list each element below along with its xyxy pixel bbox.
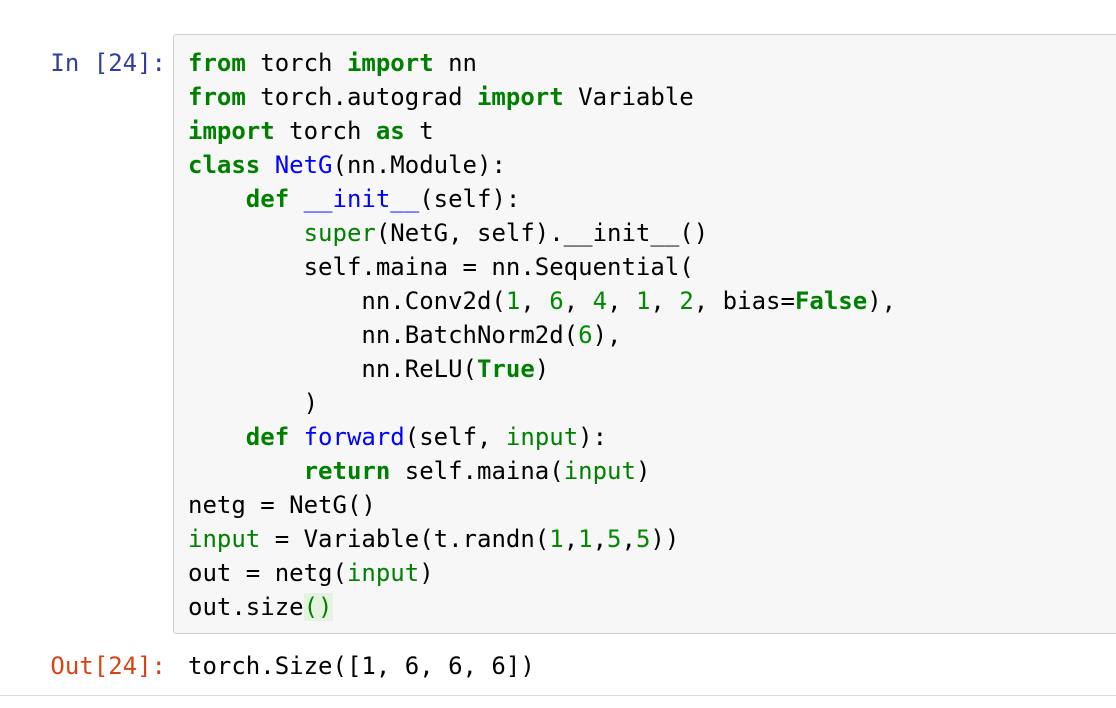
- code-line-2: from torch.autograd import Variable: [188, 83, 694, 111]
- code-line-7: self.maina = nn.Sequential(: [188, 253, 694, 281]
- code-line-3: import torch as t: [188, 117, 434, 145]
- cell-separator: [0, 695, 1116, 696]
- code-line-4: class NetG(nn.Module):: [188, 151, 506, 179]
- output-prompt: Out[24]:: [50, 652, 166, 680]
- input-prompt: In [24]:: [50, 49, 166, 77]
- code-line-14: netg = NetG(): [188, 491, 376, 519]
- code-line-1: from torch import nn: [188, 49, 478, 77]
- code-line-15: input = Variable(t.randn(1,1,5,5)): [188, 525, 680, 553]
- code-line-13: return self.maina(input): [303, 457, 651, 485]
- code-line-9: nn.BatchNorm2d(6),: [188, 321, 622, 349]
- code-line-17: out.size(): [188, 593, 333, 621]
- code-line-8: nn.Conv2d(1, 6, 4, 1, 2, bias=False),: [188, 287, 897, 315]
- output-text: torch.Size([1, 6, 6, 6]): [188, 652, 535, 680]
- code-line-11: ): [188, 389, 319, 417]
- code-line-6: super(NetG, self).__init__(): [303, 219, 709, 247]
- code-line-16: out = netg(input): [188, 559, 434, 587]
- code-editor[interactable]: from torch import nn from torch.autograd…: [188, 46, 896, 624]
- code-line-5: def __init__(self):: [245, 185, 521, 213]
- code-input-area[interactable]: [173, 34, 1116, 634]
- code-line-12: def forward(self, input):: [245, 423, 608, 451]
- code-line-10: nn.ReLU(True): [188, 355, 550, 383]
